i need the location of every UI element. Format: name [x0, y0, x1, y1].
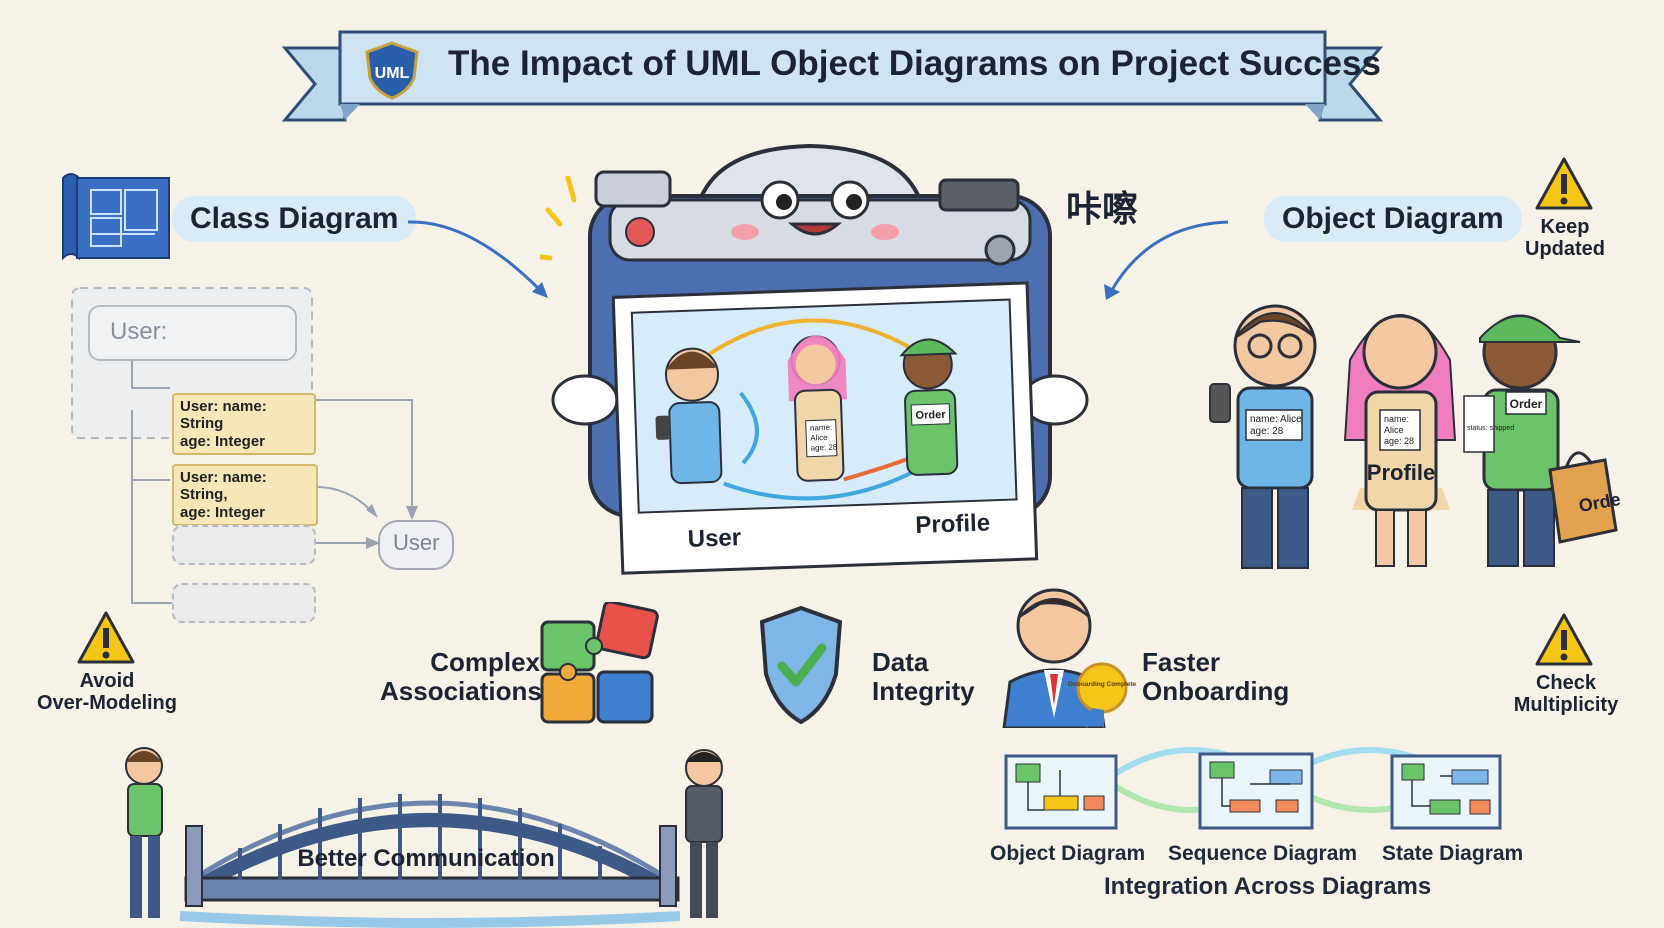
photo-user-label: User: [687, 524, 741, 553]
empty-box-1: [172, 525, 316, 565]
photo-order-tag: Order: [915, 409, 946, 422]
object-diagram-label: Object Diagram: [1264, 196, 1522, 242]
check-multiplicity-label: Check Multiplicity: [1513, 672, 1619, 716]
avoid-over-modeling-label: Avoid Over-Modeling: [36, 670, 177, 714]
receipt-text: status: shipped: [1467, 425, 1514, 432]
shutter-sound-effect: 咔嚓: [1066, 188, 1139, 229]
title-banner: [281, 30, 1384, 122]
person1-tag-line2: age: 28: [1250, 426, 1284, 437]
attribute-box-1-line1: User: name: String: [180, 398, 267, 433]
person2-tag-line1: name:: [1384, 414, 1409, 424]
integration-object-diagram-label: Object Diagram: [990, 842, 1146, 865]
person1-tag-line1: name: Alice: [1250, 414, 1302, 425]
complex-associations-label: Complex Associations: [380, 647, 542, 706]
shield-check-icon: [759, 605, 843, 725]
object-people-illustration: name: Alice age: 28 name: Alice age: 28 …: [1209, 304, 1620, 569]
photo-tag-age: age: 28: [810, 443, 838, 453]
empty-box-2: [172, 583, 316, 623]
attribute-box-2-line2: age: Integer: [180, 503, 266, 521]
sequence-diagram-thumb: [1198, 752, 1314, 830]
attribute-box-2-line1: User: name: String,: [180, 469, 267, 504]
photo-tag-value: Alice: [810, 433, 828, 443]
photo-profile-label: Profile: [915, 509, 991, 539]
badge-text: UML: [375, 65, 410, 82]
avoid-warning-icon: [77, 611, 135, 664]
integration-state-diagram-label: State Diagram: [1382, 842, 1524, 865]
photo-tag-name: name:: [810, 423, 833, 433]
user-target-node: [378, 520, 454, 570]
state-diagram-thumb: [1390, 754, 1502, 830]
class-diagram-label: Class Diagram: [172, 196, 417, 242]
user-field-box: [88, 305, 297, 361]
object-diagram-thumb: [1004, 754, 1118, 830]
blueprint-icon: [62, 173, 170, 261]
person2-tag-line3: age: 28: [1384, 436, 1414, 446]
uml-shield-icon: UML: [365, 41, 419, 100]
integration-sequence-diagram-label: Sequence Diagram: [1168, 842, 1358, 865]
attribute-box-2: User: name: String, age: Integer: [172, 464, 318, 526]
keep-updated-warning-icon: [1535, 157, 1593, 210]
user-field-label: User:: [110, 318, 168, 345]
medal-text: Onboarding Complete: [1068, 681, 1137, 688]
integration-diagrams: [1004, 747, 1502, 830]
data-integrity-label: Data Integrity: [872, 647, 975, 706]
check-warning-icon: [1535, 613, 1593, 666]
puzzle-icon: [540, 602, 659, 724]
onboarding-person-illustration: Onboarding Complete: [1002, 588, 1137, 728]
integration-title: Integration Across Diagrams: [1104, 873, 1432, 900]
attribute-box-1-line2: age: Integer: [180, 432, 266, 450]
page-title: The Impact of UML Object Diagrams on Pro…: [448, 44, 1381, 83]
bridge-illustration: Better Communication: [125, 747, 723, 928]
better-communication-label: Better Communication: [297, 845, 554, 872]
apron-label: Profile: [1367, 460, 1435, 485]
photo-card: name: Alice age: 28 Order User Profile: [612, 281, 1039, 575]
shirt-order-tag: Order: [1510, 397, 1543, 411]
user-target-label: User: [393, 530, 440, 555]
person2-tag-line2: Alice: [1384, 425, 1404, 435]
keep-updated-label: Keep Updated: [1525, 216, 1605, 260]
attribute-box-1: User: name: String age: Integer: [172, 393, 316, 455]
faster-onboarding-label: Faster Onboarding: [1142, 647, 1290, 706]
